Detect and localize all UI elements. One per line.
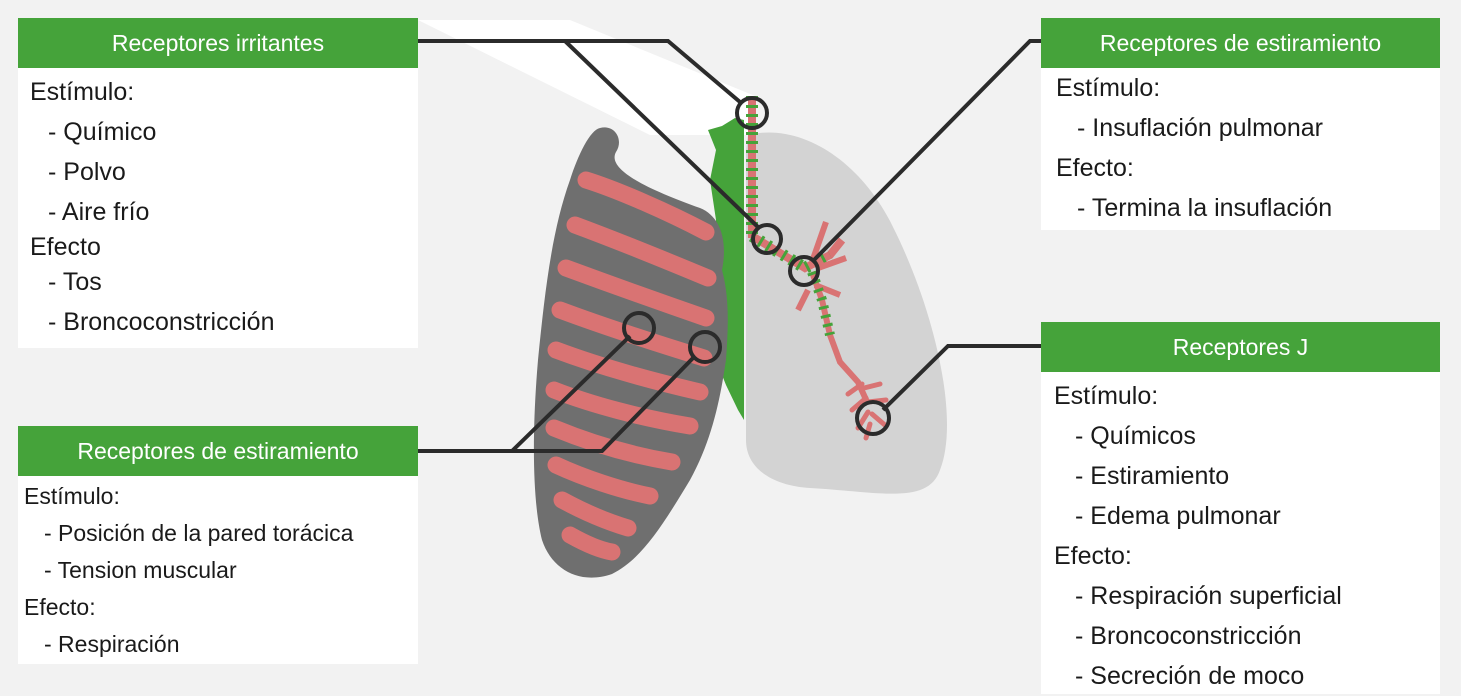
- stretch-receptors-lung-title: Receptores de estiramiento: [1041, 18, 1440, 68]
- stimulus-heading: Estímulo:: [24, 483, 120, 509]
- list-item: - Broncoconstricción: [48, 308, 275, 336]
- list-item: - Insuflación pulmonar: [1077, 114, 1323, 142]
- j-receptors-title: Receptores J: [1041, 322, 1440, 372]
- stretch-receptors-chest-title: Receptores de estiramiento: [18, 426, 418, 476]
- list-item: - Tension muscular: [44, 557, 237, 583]
- bronchus-branch: [795, 288, 811, 312]
- connector-lines: [418, 39, 1041, 453]
- marker-chest-wall-2: [688, 330, 722, 364]
- rib: [577, 171, 715, 241]
- rib: [547, 456, 659, 505]
- list-item: - Químico: [48, 118, 157, 146]
- marker-chest-wall-1: [622, 311, 656, 345]
- connector-stretch-chest-b: [512, 354, 697, 453]
- irritant-receptors-box: Receptores irritantes Estímulo: - Químic…: [18, 18, 418, 348]
- list-item: - Polvo: [48, 158, 126, 186]
- stimulus-heading: Estímulo:: [30, 78, 135, 106]
- list-item: - Broncoconstricción: [1075, 622, 1302, 650]
- list-item: - Aire frío: [48, 198, 150, 226]
- connector-irritant-upper: [418, 39, 742, 104]
- rib: [561, 526, 621, 561]
- effect-heading: Efecto: [30, 233, 101, 261]
- lung-shape: [746, 132, 947, 494]
- connector-irritant-lower: [563, 39, 762, 231]
- effect-heading: Efecto:: [1056, 154, 1134, 182]
- main-bronchus: [749, 232, 846, 273]
- list-item: - Secreción de moco: [1075, 662, 1305, 690]
- marker-alveoli: [855, 400, 891, 436]
- rib: [553, 491, 637, 537]
- rib: [547, 341, 709, 401]
- receptor-markers: [622, 96, 891, 436]
- list-item: - Tos: [48, 268, 102, 296]
- effect-heading: Efecto:: [24, 594, 96, 620]
- rib: [551, 301, 713, 367]
- stretch-receptors-chest-box: Receptores de estiramiento Estímulo: - P…: [18, 426, 418, 664]
- j-receptors-box: Receptores J Estímulo: - Químicos - Esti…: [1041, 322, 1440, 694]
- list-item: - Estiramiento: [1075, 462, 1230, 490]
- irritant-receptors-title: Receptores irritantes: [18, 18, 418, 68]
- marker-trachea: [735, 96, 769, 130]
- connector-stretch-lung: [810, 39, 1041, 264]
- list-item: - Termina la insuflación: [1077, 194, 1333, 222]
- bronchus-branch: [809, 221, 829, 263]
- stretch-receptors-lung-box: Receptores de estiramiento Estímulo: - I…: [1041, 18, 1440, 230]
- list-item: - Respiración superficial: [1075, 582, 1342, 610]
- marker-bronchus: [751, 223, 783, 255]
- marker-bronchus-branch: [788, 255, 820, 287]
- stimulus-heading: Estímulo:: [1054, 382, 1159, 410]
- list-item: - Edema pulmonar: [1075, 502, 1281, 530]
- bronchus-branch: [816, 255, 848, 271]
- rib: [557, 259, 715, 327]
- list-item: - Respiración: [44, 631, 180, 657]
- connector-j: [881, 344, 1041, 412]
- connector-backdrop: [418, 20, 755, 135]
- list-item: - Químicos: [1075, 422, 1196, 450]
- effect-heading: Efecto:: [1054, 542, 1132, 570]
- stimulus-heading: Estímulo:: [1056, 74, 1161, 102]
- ribs: [545, 171, 717, 561]
- rib: [545, 419, 681, 471]
- rib: [566, 216, 717, 287]
- alveoli: [845, 381, 889, 441]
- list-item: - Posición de la pared torácica: [44, 520, 354, 546]
